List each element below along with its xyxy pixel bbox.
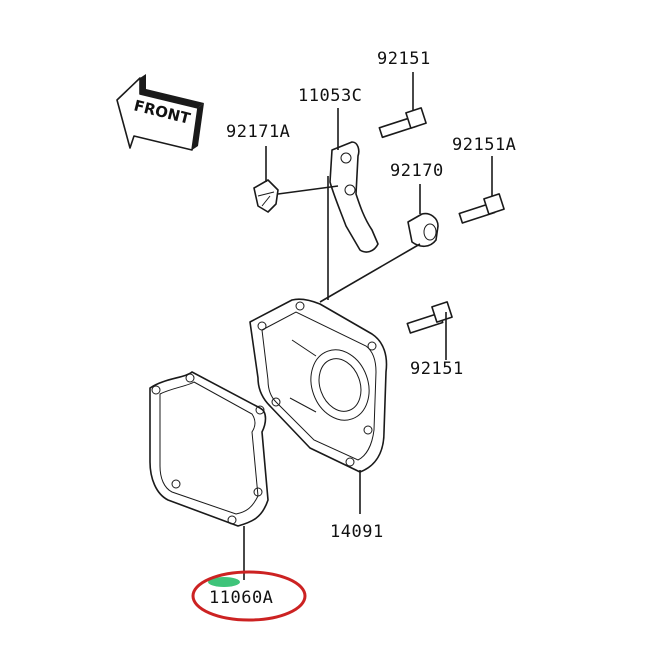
label-cover: 14091 (330, 522, 384, 542)
highlighted-gasket-callout: 11060A (191, 570, 307, 622)
label-bracket: 11053C (298, 86, 362, 106)
cover-part (249, 298, 388, 473)
bolt-right-part (458, 193, 505, 224)
bolt-lower-part (406, 301, 453, 334)
bracket-part (329, 141, 379, 253)
bolt-top-part (378, 107, 427, 139)
red-highlight-circle (191, 570, 307, 622)
label-bolt-top: 92151 (377, 49, 431, 69)
label-clip: 92171A (226, 122, 290, 142)
label-bolt-lower: 92151 (410, 359, 464, 379)
green-accent-mark (208, 577, 240, 587)
label-damper: 92170 (390, 161, 444, 181)
clip-part (253, 179, 279, 213)
damper-part (407, 212, 439, 248)
part-labels: 92151 11053C 92171A 92151A 92170 92151 1… (226, 49, 516, 542)
label-gasket: 11060A (209, 588, 273, 608)
front-direction-arrow: FRONT (116, 74, 204, 151)
gasket-part (149, 371, 269, 527)
label-bolt-right: 92151A (452, 135, 516, 155)
